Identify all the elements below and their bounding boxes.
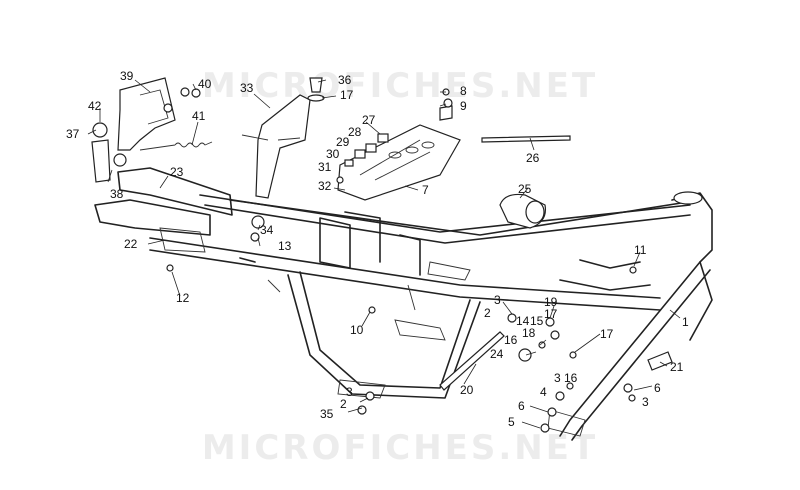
callout-19: 19: [544, 295, 558, 309]
callout-9: 9: [460, 99, 467, 113]
callout-17-right: 17: [600, 327, 614, 341]
callout-23: 23: [170, 165, 184, 179]
callout-37: 37: [66, 127, 80, 141]
callout-24: 24: [490, 347, 504, 361]
callout-42: 42: [88, 99, 102, 113]
watermark-top: MICROFICHES.NET: [201, 66, 599, 106]
callout-21: 21: [670, 360, 684, 374]
callout-39: 39: [120, 69, 134, 83]
callout-18: 18: [522, 326, 536, 340]
callout-29: 29: [336, 135, 350, 149]
callout-3-right: 3: [642, 395, 649, 409]
callout-8: 8: [460, 84, 467, 98]
callout-3-lower: 3: [554, 371, 561, 385]
callout-38: 38: [110, 187, 124, 201]
callout-10: 10: [350, 323, 364, 337]
battery-tray: [337, 105, 461, 201]
hardware-27-31: [336, 133, 389, 184]
callout-17-top: 17: [340, 88, 354, 102]
callout-30: 30: [326, 147, 340, 161]
callout-34: 34: [260, 223, 274, 237]
callout-3-left: 3: [346, 385, 353, 399]
callout-labels: 39 40 33 36 17 8 9 42 41 37 27 28 29 30 …: [66, 69, 689, 429]
callout-16-lower: 16: [564, 371, 578, 385]
callout-14: 14: [516, 314, 530, 328]
seat-bracket: [241, 77, 325, 199]
callout-31: 31: [318, 160, 332, 174]
callout-2-upper: 2: [484, 306, 491, 320]
callout-7: 7: [422, 183, 429, 197]
main-frame: [94, 167, 713, 441]
watermark-bottom: MICROFICHES.NET: [201, 428, 599, 468]
callout-27: 27: [362, 113, 376, 127]
callout-41: 41: [192, 109, 206, 123]
washers: [163, 88, 637, 433]
callout-1: 1: [682, 315, 689, 329]
callout-6-lower: 6: [518, 399, 525, 413]
callout-11: 11: [634, 243, 647, 257]
callout-28: 28: [348, 125, 362, 139]
callout-25: 25: [518, 182, 532, 196]
rear-bracket-assembly: [91, 77, 213, 183]
callout-13: 13: [278, 239, 292, 253]
callout-15: 15: [530, 314, 544, 328]
long-bolt: [439, 331, 673, 391]
leader-lines: [87, 79, 681, 429]
callout-5: 5: [508, 415, 515, 429]
callout-3-upper: 3: [494, 293, 501, 307]
callout-16-mid: 16: [504, 333, 518, 347]
callout-17-mid: 17: [544, 307, 558, 321]
strap: [481, 135, 571, 143]
callout-32: 32: [318, 179, 332, 193]
callout-26: 26: [526, 151, 540, 165]
callout-4: 4: [540, 385, 547, 399]
callout-2-lower: 2: [340, 397, 347, 411]
callout-20: 20: [460, 383, 474, 397]
callout-22: 22: [124, 237, 138, 251]
callout-35: 35: [320, 407, 334, 421]
callout-40: 40: [198, 77, 212, 91]
callout-36: 36: [338, 73, 352, 87]
callout-33: 33: [240, 81, 254, 95]
callout-6-right: 6: [654, 381, 661, 395]
callout-12: 12: [176, 291, 190, 305]
rubber-boot: [499, 193, 547, 229]
